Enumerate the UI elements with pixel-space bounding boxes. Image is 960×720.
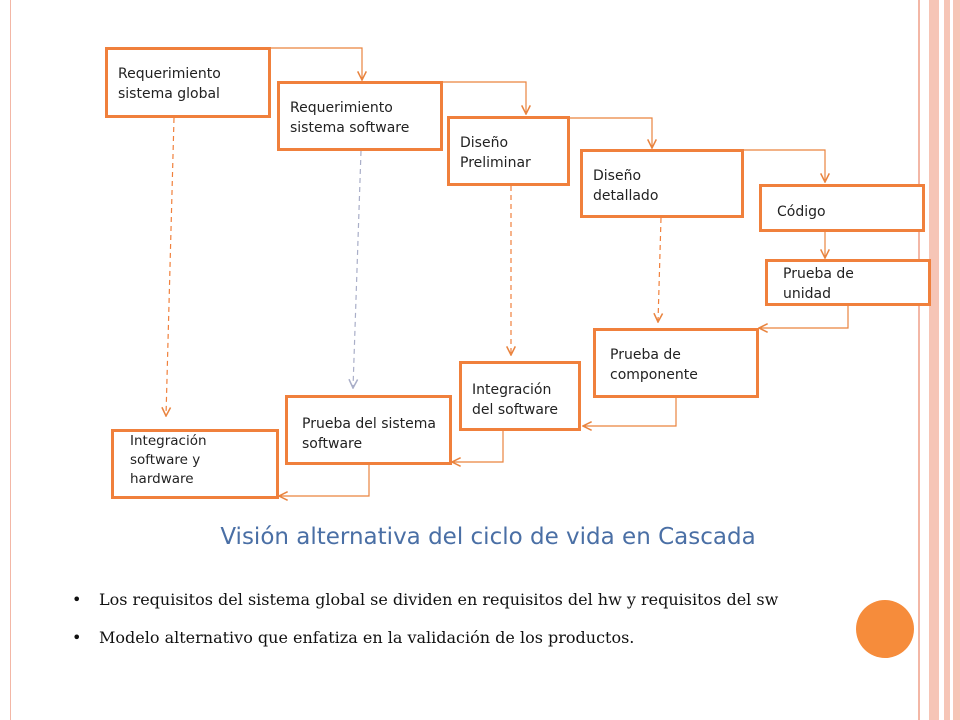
box-requerimiento-sistema-global: Requerimiento sistema global xyxy=(105,47,271,118)
decorative-stripe xyxy=(944,0,950,720)
accent-circle xyxy=(856,600,914,658)
connector-req-global-to-req-software xyxy=(270,47,362,80)
box-prueba-de-componente: Prueba de componente xyxy=(593,328,759,398)
box-requerimiento-sistema-software: Requerimiento sistema software xyxy=(277,81,443,151)
connector-unidad-to-componente xyxy=(759,306,849,328)
connector-componente-to-integracion-sw xyxy=(583,398,677,426)
connector-prueba-sistema-to-integracion-hw xyxy=(279,465,370,496)
connector-detallado-to-codigo xyxy=(744,149,825,182)
bullet-text: Modelo alternativo que enfatiza en la va… xyxy=(99,628,635,647)
connector-req-software-to-diseno-preliminar xyxy=(443,81,526,114)
connector-preliminar-to-detallado xyxy=(570,117,652,148)
box-codigo: Código xyxy=(759,184,925,232)
box-diseno-preliminar: Diseño Preliminar xyxy=(447,116,570,186)
dashed-link-req-global-to-integracion-hw xyxy=(166,117,175,416)
decorative-stripe xyxy=(953,0,960,720)
frame-line-left xyxy=(10,0,11,720)
box-integracion-del-software: Integración del software xyxy=(459,361,581,431)
box-prueba-de-unidad: Prueba de unidad xyxy=(765,259,931,306)
bullet-dot-icon: • xyxy=(72,628,82,647)
slide-title: Visión alternativa del ciclo de vida en … xyxy=(220,524,756,550)
dashed-link-req-software-to-prueba-sistema xyxy=(353,150,362,388)
bullet-text: Los requisitos del sistema global se div… xyxy=(99,590,779,609)
bullet-dot-icon: • xyxy=(72,590,82,609)
connector-integracion-sw-to-prueba-sistema xyxy=(452,430,504,462)
box-prueba-del-sistema-software: Prueba del sistema software xyxy=(285,395,452,465)
frame-line-right xyxy=(918,0,920,720)
decorative-stripe xyxy=(929,0,939,720)
dashed-link-detallado-to-componente xyxy=(658,217,661,322)
box-integracion-software-hardware: Integración software y hardware xyxy=(111,429,279,499)
box-diseno-detallado: Diseño detallado xyxy=(580,149,744,218)
